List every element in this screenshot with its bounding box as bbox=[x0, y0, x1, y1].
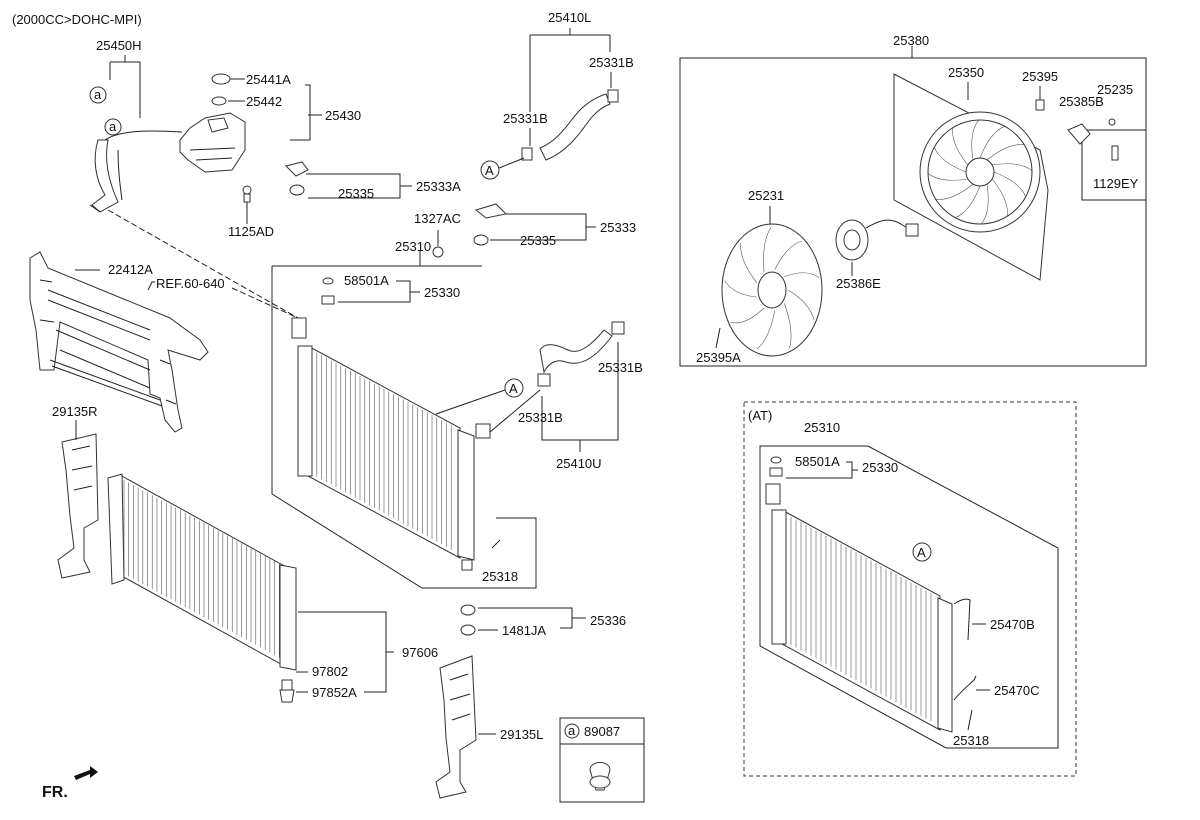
label-25380: 25380 bbox=[893, 33, 929, 48]
radiator-support-frame bbox=[29, 251, 209, 433]
air-guard-left bbox=[435, 655, 477, 799]
label-25331B-a: 25331B bbox=[589, 55, 634, 70]
label-25410U: 25410U bbox=[556, 456, 602, 471]
label-58501A: 58501A bbox=[344, 273, 389, 288]
label-25235: 25235 bbox=[1097, 82, 1133, 97]
label-25330: 25330 bbox=[424, 285, 460, 300]
lower-hose bbox=[537, 321, 625, 387]
label-25442: 25442 bbox=[246, 94, 282, 109]
callout-a-1: a bbox=[94, 87, 102, 102]
fan-resistor bbox=[1067, 118, 1119, 161]
label-97606: 97606 bbox=[402, 645, 438, 660]
callout-circle-A bbox=[504, 378, 524, 398]
radiator-core bbox=[291, 317, 491, 571]
upper-hose bbox=[521, 89, 619, 161]
label-at-25470C: 25470C bbox=[994, 683, 1040, 698]
legend-box bbox=[559, 717, 645, 803]
callout-circle-a bbox=[104, 118, 122, 136]
label-97852A: 97852A bbox=[312, 685, 357, 700]
label-25335-a: 25335 bbox=[338, 186, 374, 201]
label-at-25318: 25318 bbox=[953, 733, 989, 748]
callout-circle-A bbox=[912, 542, 932, 562]
label-1129EY: 1129EY bbox=[1093, 176, 1139, 191]
callout-a-2: a bbox=[109, 119, 117, 134]
label-at-25330: 25330 bbox=[862, 460, 898, 475]
label-25333A: 25333A bbox=[416, 179, 461, 194]
label-25335-b: 25335 bbox=[520, 233, 556, 248]
label-25331B-d: 25331B bbox=[518, 410, 563, 425]
engine-spec-label: (2000CC>DOHC-MPI) bbox=[12, 12, 142, 27]
label-97802: 97802 bbox=[312, 664, 348, 679]
air-guard-right bbox=[57, 433, 99, 579]
at-tag: (AT) bbox=[748, 408, 772, 423]
callout-A-2: A bbox=[509, 381, 518, 396]
label-at-25310: 25310 bbox=[804, 420, 840, 435]
label-at-25470B: 25470B bbox=[990, 617, 1035, 632]
label-25336: 25336 bbox=[590, 613, 626, 628]
label-25430: 25430 bbox=[325, 108, 361, 123]
label-25350: 25350 bbox=[948, 65, 984, 80]
label-25385B: 25385B bbox=[1059, 94, 1104, 109]
label-at-58501A: 58501A bbox=[795, 454, 840, 469]
fr-direction-label: FR. bbox=[42, 784, 68, 801]
label-25395: 25395 bbox=[1022, 69, 1058, 84]
label-1327AC: 1327AC bbox=[414, 211, 461, 226]
callout-A-3: A bbox=[917, 545, 926, 560]
label-22412A: 22412A bbox=[108, 262, 153, 277]
label-25318: 25318 bbox=[482, 569, 518, 584]
fan-blade bbox=[721, 223, 823, 357]
label-25441A: 25441A bbox=[246, 72, 291, 87]
reservoir-tank bbox=[179, 73, 252, 203]
label-29135R: 29135R bbox=[52, 404, 98, 419]
at-radiator-core bbox=[765, 483, 977, 733]
label-29135L: 29135L bbox=[500, 727, 543, 742]
label-25310: 25310 bbox=[395, 239, 431, 254]
fan-assembly-box bbox=[679, 57, 1147, 367]
mount-brackets bbox=[285, 161, 508, 258]
lower-mounts bbox=[460, 604, 476, 636]
reservoir-hose bbox=[89, 55, 183, 213]
fan-shroud bbox=[893, 73, 1049, 281]
fan-motor bbox=[835, 219, 919, 261]
label-25395A: 25395A bbox=[696, 350, 741, 365]
legend-circle-a: a bbox=[568, 723, 576, 738]
label-25231: 25231 bbox=[748, 188, 784, 203]
label-25333: 25333 bbox=[600, 220, 636, 235]
condenser-core bbox=[107, 473, 297, 703]
callout-A-1: A bbox=[485, 163, 494, 178]
label-25386E: 25386E bbox=[836, 276, 881, 291]
label-25331B-b: 25331B bbox=[503, 111, 548, 126]
label-25331B-c: 25331B bbox=[598, 360, 643, 375]
label-1481JA: 1481JA bbox=[502, 623, 546, 638]
label-25450H: 25450H bbox=[96, 38, 142, 53]
front-arrow-icon bbox=[74, 766, 98, 780]
label-25410L: 25410L bbox=[548, 10, 591, 25]
label-ref-60-640: REF.60-640 bbox=[156, 276, 225, 291]
at-variant-box bbox=[743, 401, 1077, 777]
legend-part-89087: 89087 bbox=[584, 724, 620, 739]
callout-circle-A bbox=[480, 160, 500, 180]
label-1125AD: 1125AD bbox=[228, 224, 274, 239]
callout-circle-a bbox=[89, 86, 107, 104]
